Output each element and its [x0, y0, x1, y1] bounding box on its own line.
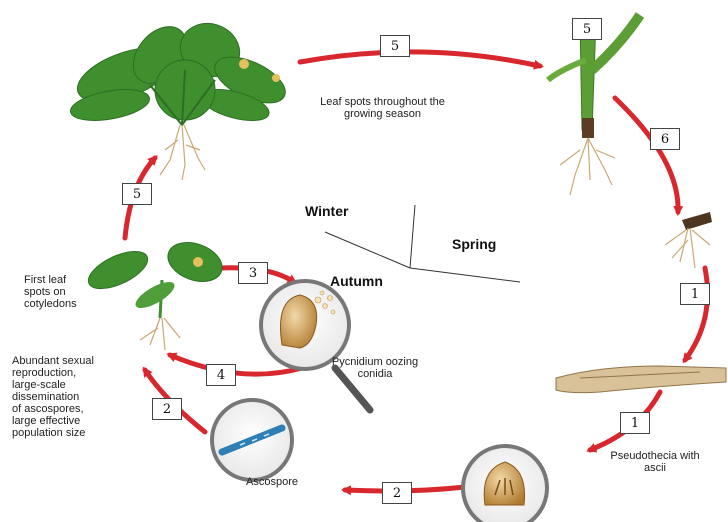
label-leaf-spots-season: Leaf spots throughout the growing season — [290, 96, 475, 120]
step-box-stem: 5 — [572, 18, 602, 40]
seedling-plant — [83, 236, 227, 350]
step-box-conidia-back: 4 — [206, 364, 236, 386]
label-sexual-reproduction: Abundant sexual reproduction, large-scal… — [12, 355, 94, 439]
label-pycnidium: Pycnidium oozing conidia — [320, 356, 430, 380]
step-box-right-upper: 1 — [680, 283, 710, 305]
step-box-stem-base: 6 — [650, 128, 680, 150]
step-box-left-upper: 5 — [122, 183, 152, 205]
crop-residue — [556, 366, 726, 393]
step-box-right-lower: 1 — [620, 412, 650, 434]
season-spring: Spring — [452, 236, 496, 252]
arrow-stubble-to-residue — [685, 268, 708, 360]
season-winter: Winter — [305, 203, 348, 219]
season-autumn: Autumn — [330, 273, 383, 289]
rosette-plant — [68, 15, 292, 180]
step-box-left-lower: 2 — [152, 398, 182, 420]
step-box-top: 5 — [380, 35, 410, 57]
stubble — [665, 212, 712, 268]
ascospore-magnifier — [212, 400, 292, 480]
arrow-stem-to-stubble — [615, 98, 678, 212]
arrow-top — [300, 52, 540, 66]
step-box-conidia-out: 3 — [238, 262, 268, 284]
stem-plant — [548, 15, 640, 195]
label-pseudothecia: Pseudothecia with ascii — [595, 450, 715, 474]
label-first-leaf-spots: First leaf spots on cotyledons — [24, 274, 77, 310]
label-ascospore: Ascospore — [246, 476, 298, 488]
pseudothecia-magnifier — [463, 446, 547, 522]
step-box-bottom: 2 — [382, 482, 412, 504]
pycnidium-magnifier — [261, 281, 370, 410]
